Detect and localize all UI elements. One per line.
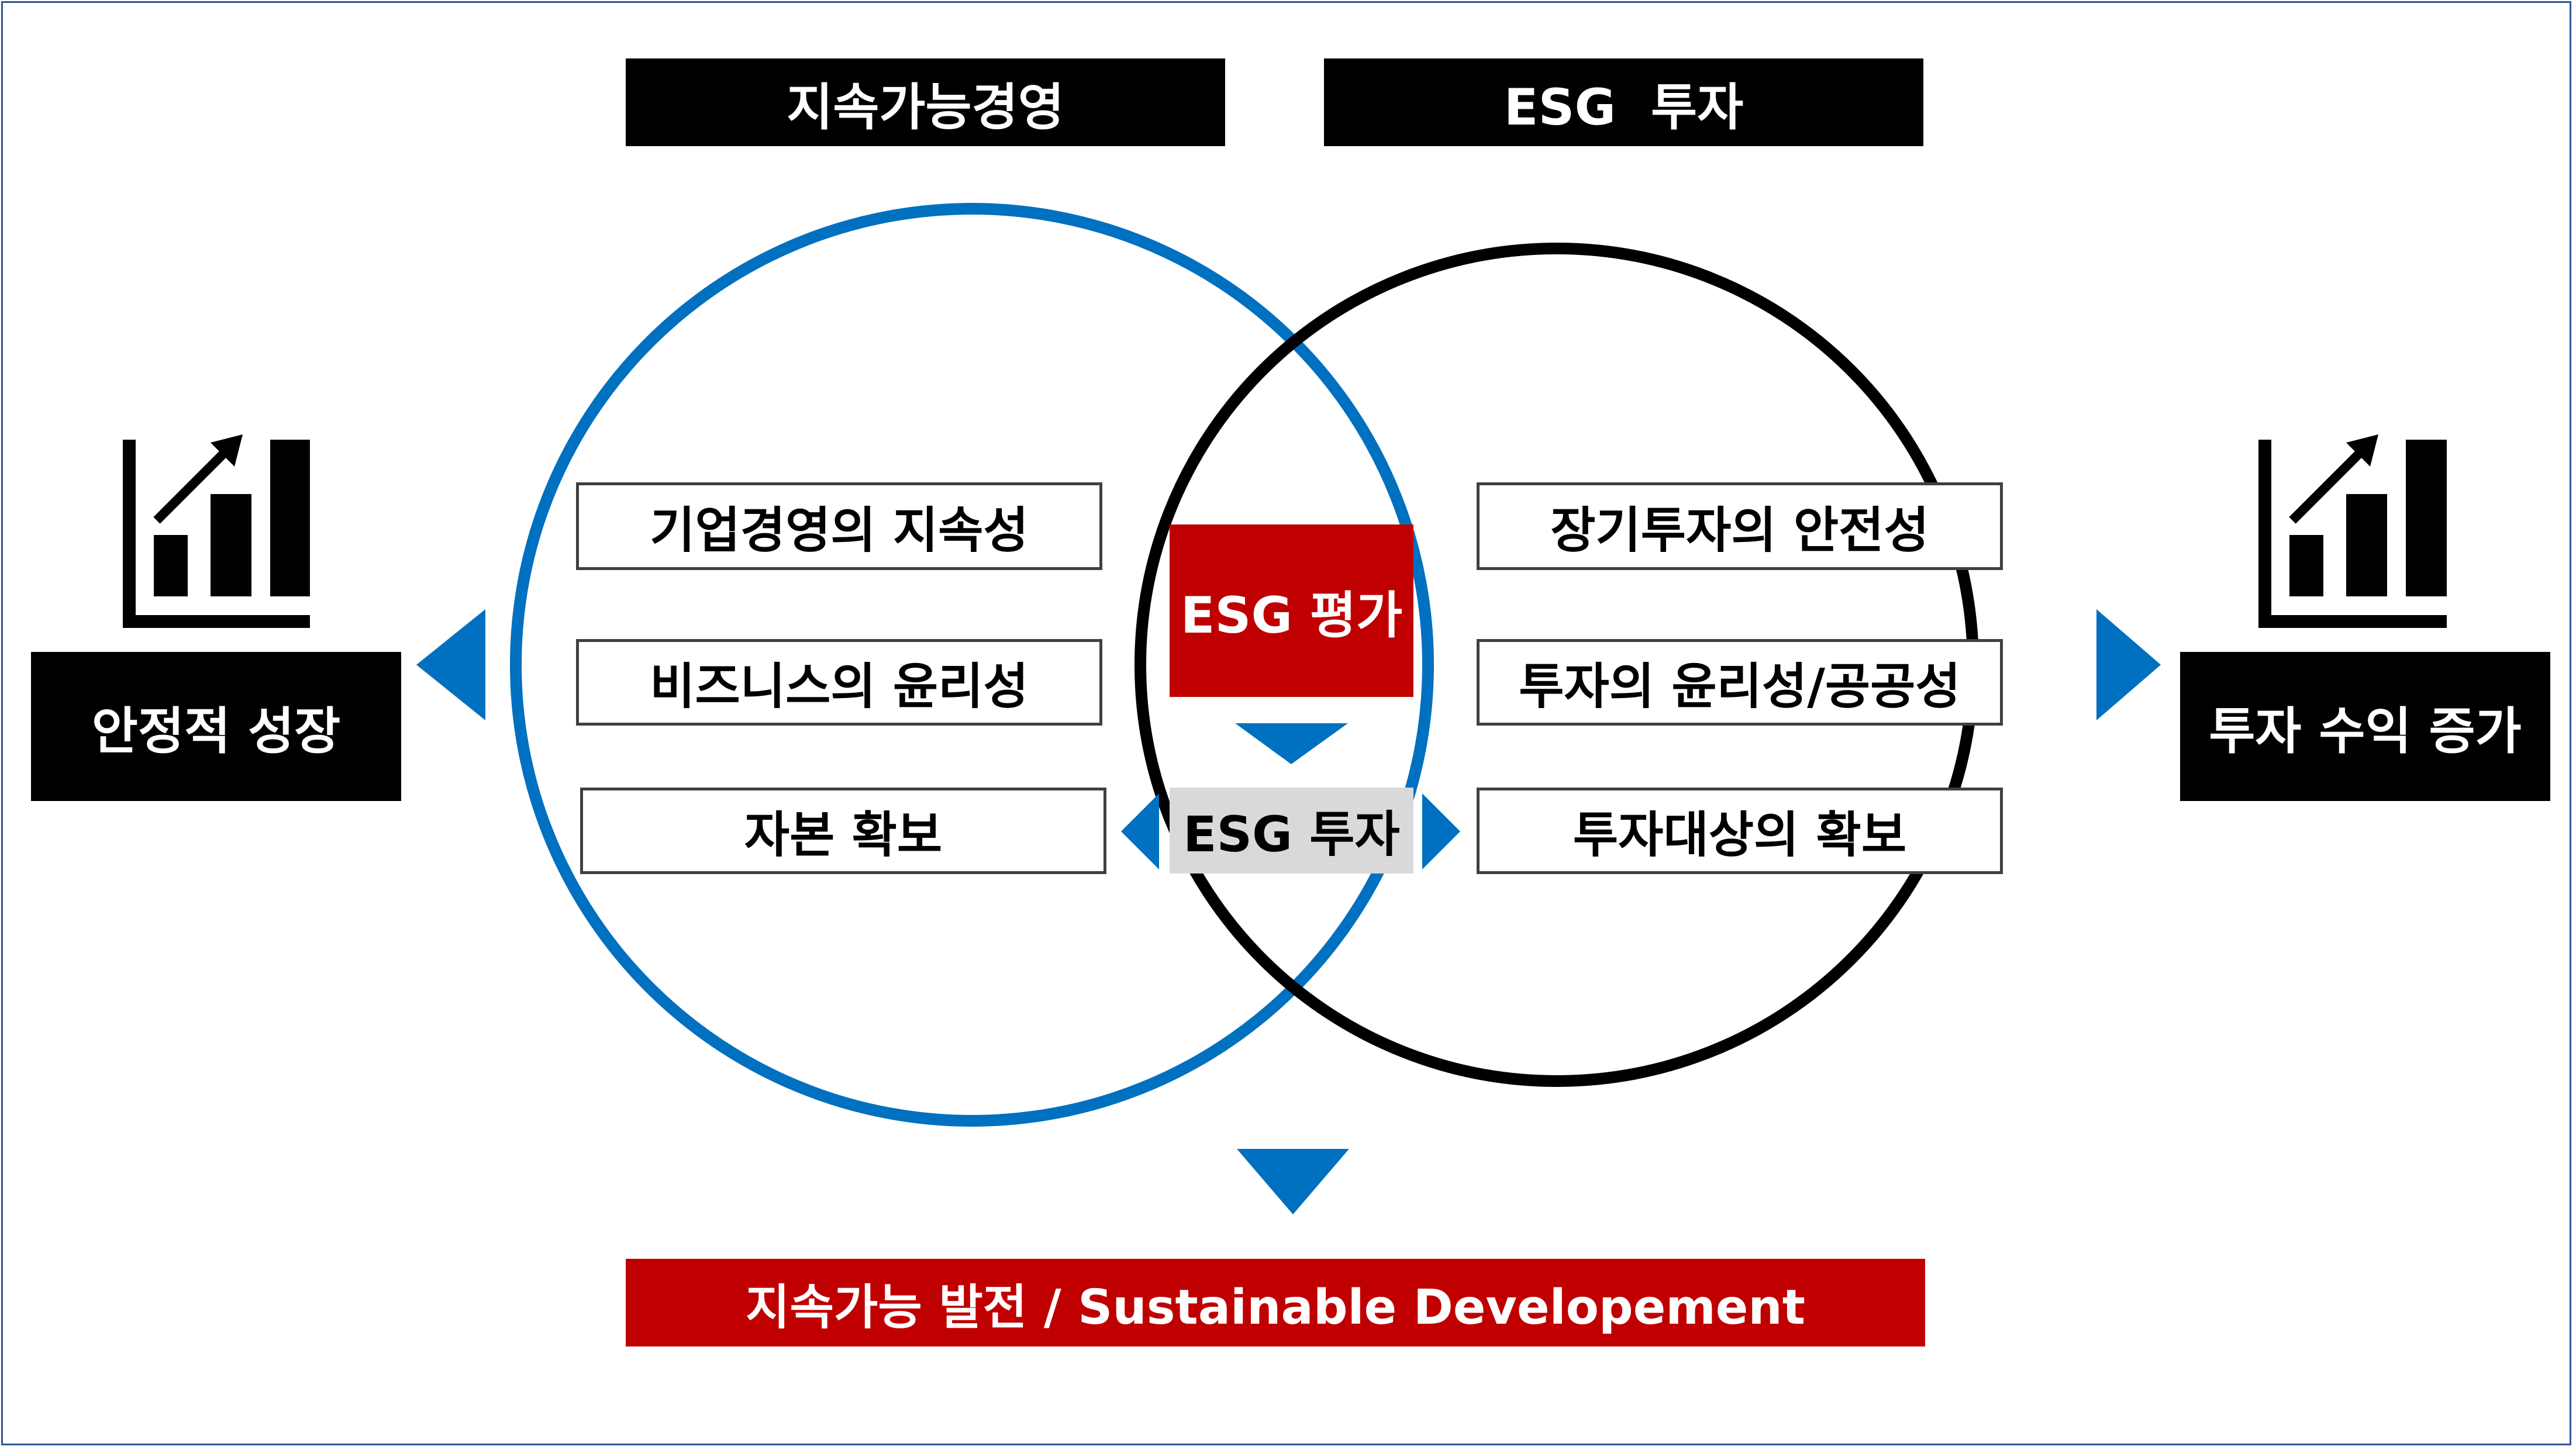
growth-chart-icon-right bbox=[2258, 434, 2447, 628]
left-item-business-ethics: 비즈니스의 윤리성 bbox=[576, 639, 1102, 726]
arrow-down-icon bbox=[1237, 1149, 1349, 1214]
header-esg-investment: ESG 투자 bbox=[1324, 58, 1923, 146]
sustainable-development-banner: 지속가능 발전 / Sustainable Developement bbox=[626, 1259, 1925, 1347]
esg-evaluation-box: ESG 평가 bbox=[1170, 524, 1413, 697]
stable-growth-box: 안정적 성장 bbox=[31, 652, 401, 801]
right-item-long-term-stability: 장기투자의 안전성 bbox=[1477, 482, 2003, 570]
arrow-right-icon bbox=[2096, 609, 2161, 720]
arrow-left-icon bbox=[416, 609, 485, 720]
header-sustainable-management: 지속가능경영 bbox=[626, 58, 1225, 146]
right-item-investment-targets: 투자대상의 확보 bbox=[1477, 788, 2003, 874]
sustainable-management-circle bbox=[510, 203, 1434, 1127]
left-item-capital-securing: 자본 확보 bbox=[580, 788, 1106, 874]
esg-investment-box: ESG 투자 bbox=[1170, 788, 1413, 874]
arrow-right-small-icon bbox=[1422, 793, 1460, 869]
investment-return-box: 투자 수익 증가 bbox=[2180, 652, 2550, 801]
left-item-management-continuity: 기업경영의 지속성 bbox=[576, 482, 1102, 570]
right-item-investment-ethics: 투자의 윤리성/공공성 bbox=[1477, 639, 2003, 726]
arrow-down-small-icon bbox=[1235, 723, 1348, 764]
arrow-left-small-icon bbox=[1121, 793, 1159, 869]
growth-chart-icon-left bbox=[123, 434, 310, 628]
